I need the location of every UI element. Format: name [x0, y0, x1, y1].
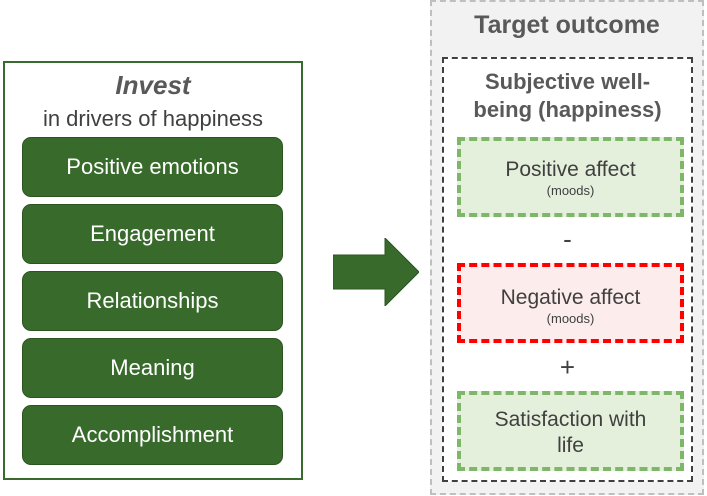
negative-affect-box: Negative affect (moods): [457, 263, 684, 343]
satisfaction-label-line1: Satisfaction with: [494, 408, 647, 431]
subjective-wellbeing-title: Subjective well- being (happiness): [442, 68, 693, 124]
driver-engagement: Engagement: [22, 204, 283, 264]
negative-affect-sublabel: (moods): [546, 311, 595, 326]
satisfaction-label-line2: life: [557, 434, 584, 457]
minus-operator: -: [563, 224, 572, 254]
plus-operator: +: [559, 352, 576, 382]
swb-title-line1: Subjective well-: [484, 69, 651, 94]
invest-subtitle: in drivers of happiness: [42, 106, 264, 131]
positive-affect-box: Positive affect (moods): [457, 137, 684, 217]
driver-accomplishment: Accomplishment: [22, 405, 283, 465]
driver-meaning: Meaning: [22, 338, 283, 398]
driver-relationships: Relationships: [22, 271, 283, 331]
target-outcome-title: Target outcome: [474, 11, 660, 39]
positive-affect-sublabel: (moods): [546, 183, 595, 198]
satisfaction-with-life-box: Satisfaction with life: [457, 391, 684, 471]
driver-positive-emotions: Positive emotions: [22, 137, 283, 197]
invest-title: Invest: [115, 70, 191, 100]
positive-affect-label: Positive affect: [505, 158, 636, 181]
swb-title-line2: being (happiness): [473, 97, 662, 122]
right-arrow-icon: [333, 238, 419, 306]
negative-affect-label: Negative affect: [500, 286, 641, 309]
